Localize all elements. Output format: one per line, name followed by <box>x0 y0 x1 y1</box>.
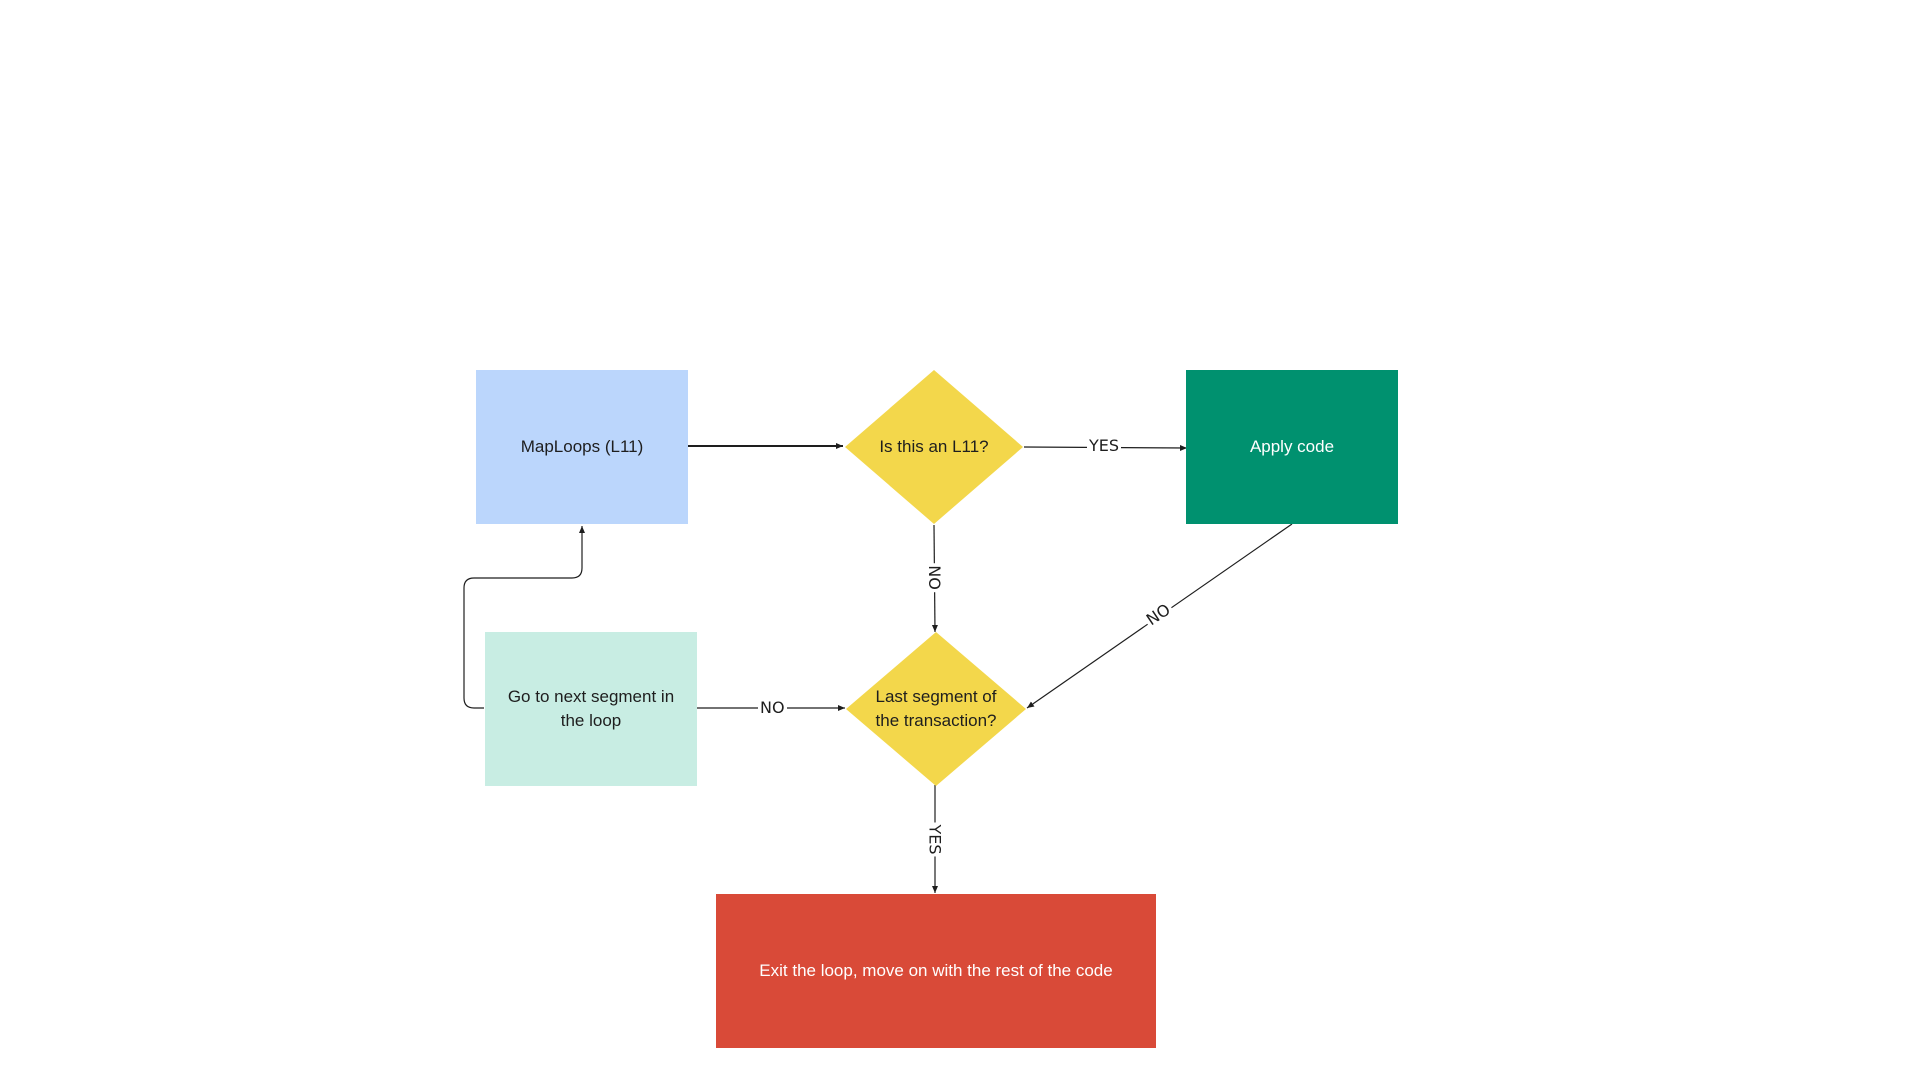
exit-loop-label: Exit the loop, move on with the rest of … <box>759 961 1113 980</box>
apply-code-node[interactable]: Apply code <box>1186 370 1398 524</box>
apply-code-label: Apply code <box>1249 437 1335 456</box>
edge-label-last-yes: YES <box>925 822 945 857</box>
is-l11-label: Is this an L11? <box>879 437 989 456</box>
next-segment-node[interactable]: Go to next segment in the loop <box>485 632 697 786</box>
exit-loop-node[interactable]: Exit the loop, move on with the rest of … <box>716 894 1156 1048</box>
edge-next-loop-back-to-maploops[interactable] <box>463 526 585 709</box>
maploops-label: MapLoops (L11) <box>520 437 644 456</box>
last-segment-diamond-shape <box>846 632 1026 786</box>
next-segment-label: Go to next segment in the loop <box>507 687 675 730</box>
last-segment-decision[interactable]: Last segment of the transaction? <box>846 632 1026 786</box>
edge-label-next-no: NO <box>758 698 787 717</box>
last-segment-label: Last segment of the transaction? <box>875 687 997 730</box>
maploops-node[interactable]: MapLoops (L11) <box>476 370 688 524</box>
is-l11-decision[interactable]: Is this an L11? <box>845 370 1023 524</box>
edge-label-is-l11-no: NO <box>924 563 944 592</box>
edge-label-is-l11-yes: YES <box>1087 436 1122 455</box>
is-l11-diamond-shape <box>845 370 1023 524</box>
